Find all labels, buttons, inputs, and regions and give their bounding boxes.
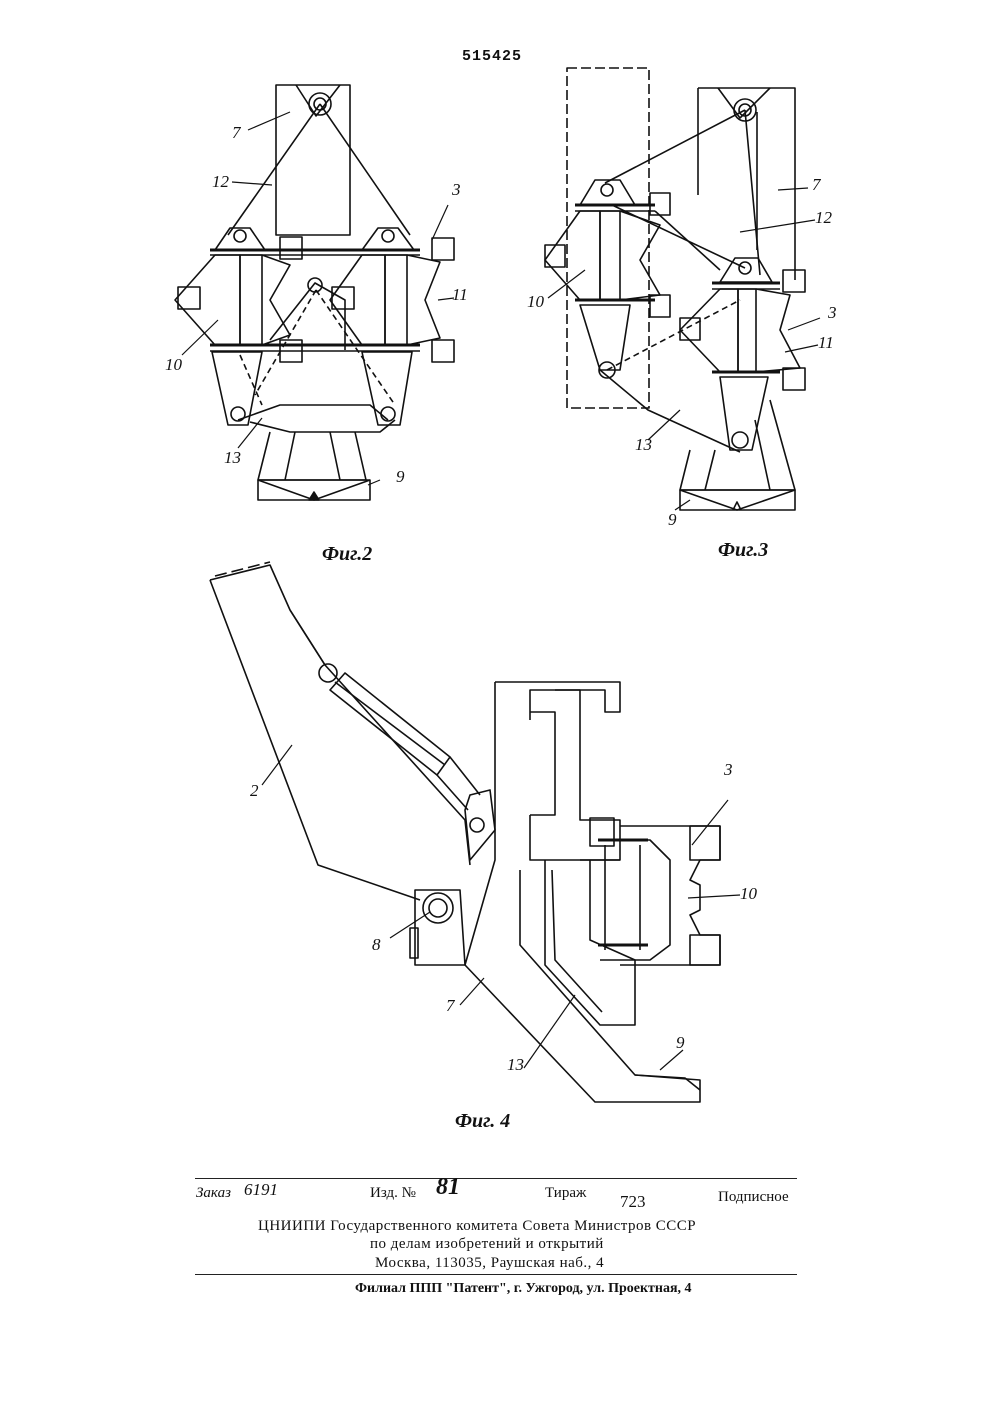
fig2-label-10: 10 — [165, 355, 182, 375]
footer-rule-top — [195, 1178, 797, 1179]
fig4-label-3: 3 — [724, 760, 733, 780]
fig3-label-9: 9 — [668, 510, 677, 530]
fig3-label-10: 10 — [527, 292, 544, 312]
figure-4-drawing — [210, 562, 720, 1102]
edition-label: Изд. № — [370, 1185, 416, 1202]
footer-rule-bottom — [195, 1274, 797, 1275]
fig2-caption: Фиг.2 — [322, 543, 372, 566]
print-run-label: Тираж — [545, 1185, 586, 1202]
fig3-label-11: 11 — [818, 333, 834, 353]
print-run: 723 — [620, 1192, 646, 1212]
fig3-caption: Фиг.3 — [718, 539, 768, 562]
order-number: 6191 — [244, 1180, 278, 1200]
org-line-2: по делам изобретений и открытий — [370, 1236, 604, 1253]
figure-3-drawing — [545, 68, 805, 510]
fig3-label-7: 7 — [812, 175, 821, 195]
fig2-label-11: 11 — [452, 285, 468, 305]
fig4-label-8: 8 — [372, 935, 381, 955]
fig3-label-12: 12 — [815, 208, 832, 228]
fig3-label-3: 3 — [828, 303, 837, 323]
order-label: Заказ — [196, 1185, 231, 1202]
edition-number: 81 — [436, 1174, 460, 1201]
org-line-1: ЦНИИПИ Государственного комитета Совета … — [258, 1218, 696, 1235]
fig2-label-3: 3 — [452, 180, 461, 200]
fig4-label-9: 9 — [676, 1033, 685, 1053]
fig4-label-13: 13 — [507, 1055, 524, 1075]
fig4-label-10: 10 — [740, 884, 757, 904]
fig2-label-13: 13 — [224, 448, 241, 468]
figure-2-drawing — [175, 85, 454, 500]
subscription-note: Подписное — [718, 1189, 789, 1206]
fig3-label-13: 13 — [635, 435, 652, 455]
fig4-label-7: 7 — [446, 996, 455, 1016]
branch-line: Филиал ППП "Патент", г. Ужгород, ул. Про… — [355, 1281, 692, 1297]
fig2-label-12: 12 — [212, 172, 229, 192]
fig2-label-7: 7 — [232, 123, 241, 143]
fig4-caption: Фиг. 4 — [455, 1110, 510, 1133]
fig4-label-2: 2 — [250, 781, 259, 801]
org-line-3: Москва, 113035, Раушская наб., 4 — [375, 1255, 604, 1272]
fig2-label-9: 9 — [396, 467, 405, 487]
